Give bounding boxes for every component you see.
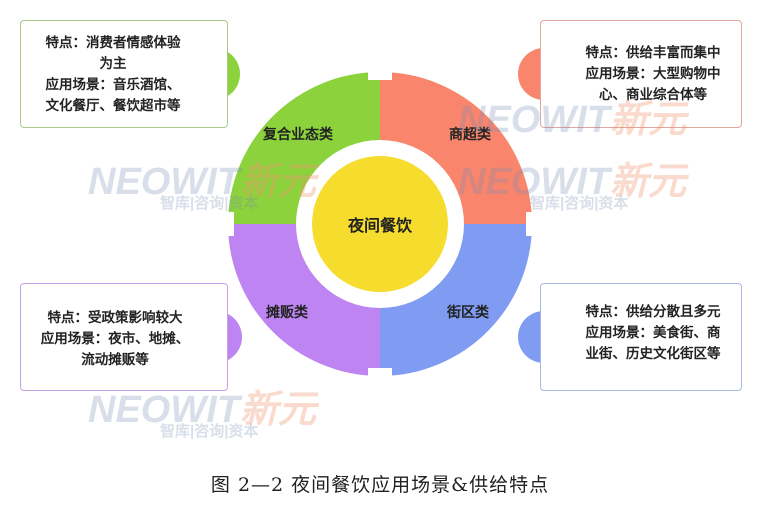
box-street-district: 特点：供给分散且多元 应用场景：美食街、商 业街、历史文化街区等 [540, 283, 742, 391]
segment-label-composite: 复合业态类 [262, 126, 334, 143]
box-line: 特点：供给丰富而集中 [585, 45, 721, 61]
box-line: 特点：消费者情感体验 [45, 35, 181, 51]
box-line: 应用场景：大型购物中 [585, 66, 721, 82]
box-line: 应用场景：音乐酒馆、 [45, 77, 181, 93]
segment-composite [228, 72, 380, 224]
box-line: 应用场景：夜市、地摊、 [40, 331, 190, 347]
box-line: 流动摊贩等 [81, 352, 149, 368]
box-line: 业街、历史文化街区等 [585, 346, 721, 362]
segment-street-district [380, 224, 532, 376]
box-line: 应用场景：美食街、商 [585, 325, 721, 341]
segment-label-street: 街区类 [446, 304, 490, 321]
box-vendor: 特点：受政策影响较大 应用场景：夜市、地摊、 流动摊贩等 [20, 283, 228, 391]
box-composite: 特点：消费者情感体验 为主 应用场景：音乐酒馆、 文化餐厅、餐饮超市等 [20, 20, 228, 128]
center-circle [312, 156, 448, 292]
box-line: 心、商业综合体等 [599, 87, 707, 103]
center-label: 夜间餐饮 [347, 216, 413, 235]
segment-vendor [228, 224, 380, 376]
box-line: 文化餐厅、餐饮超市等 [45, 98, 181, 114]
box-line: 为主 [99, 56, 127, 72]
box-line: 特点：供给分散且多元 [585, 304, 721, 320]
segment-label-supermarket: 商超类 [449, 126, 492, 143]
segment-supermarket [380, 72, 532, 224]
segment-label-vendor: 摊贩类 [266, 304, 309, 321]
box-line: 特点：受政策影响较大 [47, 310, 183, 326]
box-supermarket: 特点：供给丰富而集中 应用场景：大型购物中 心、商业综合体等 [540, 20, 742, 128]
figure-caption: 图 2—2 夜间餐饮应用场景&供给特点 [210, 474, 550, 496]
